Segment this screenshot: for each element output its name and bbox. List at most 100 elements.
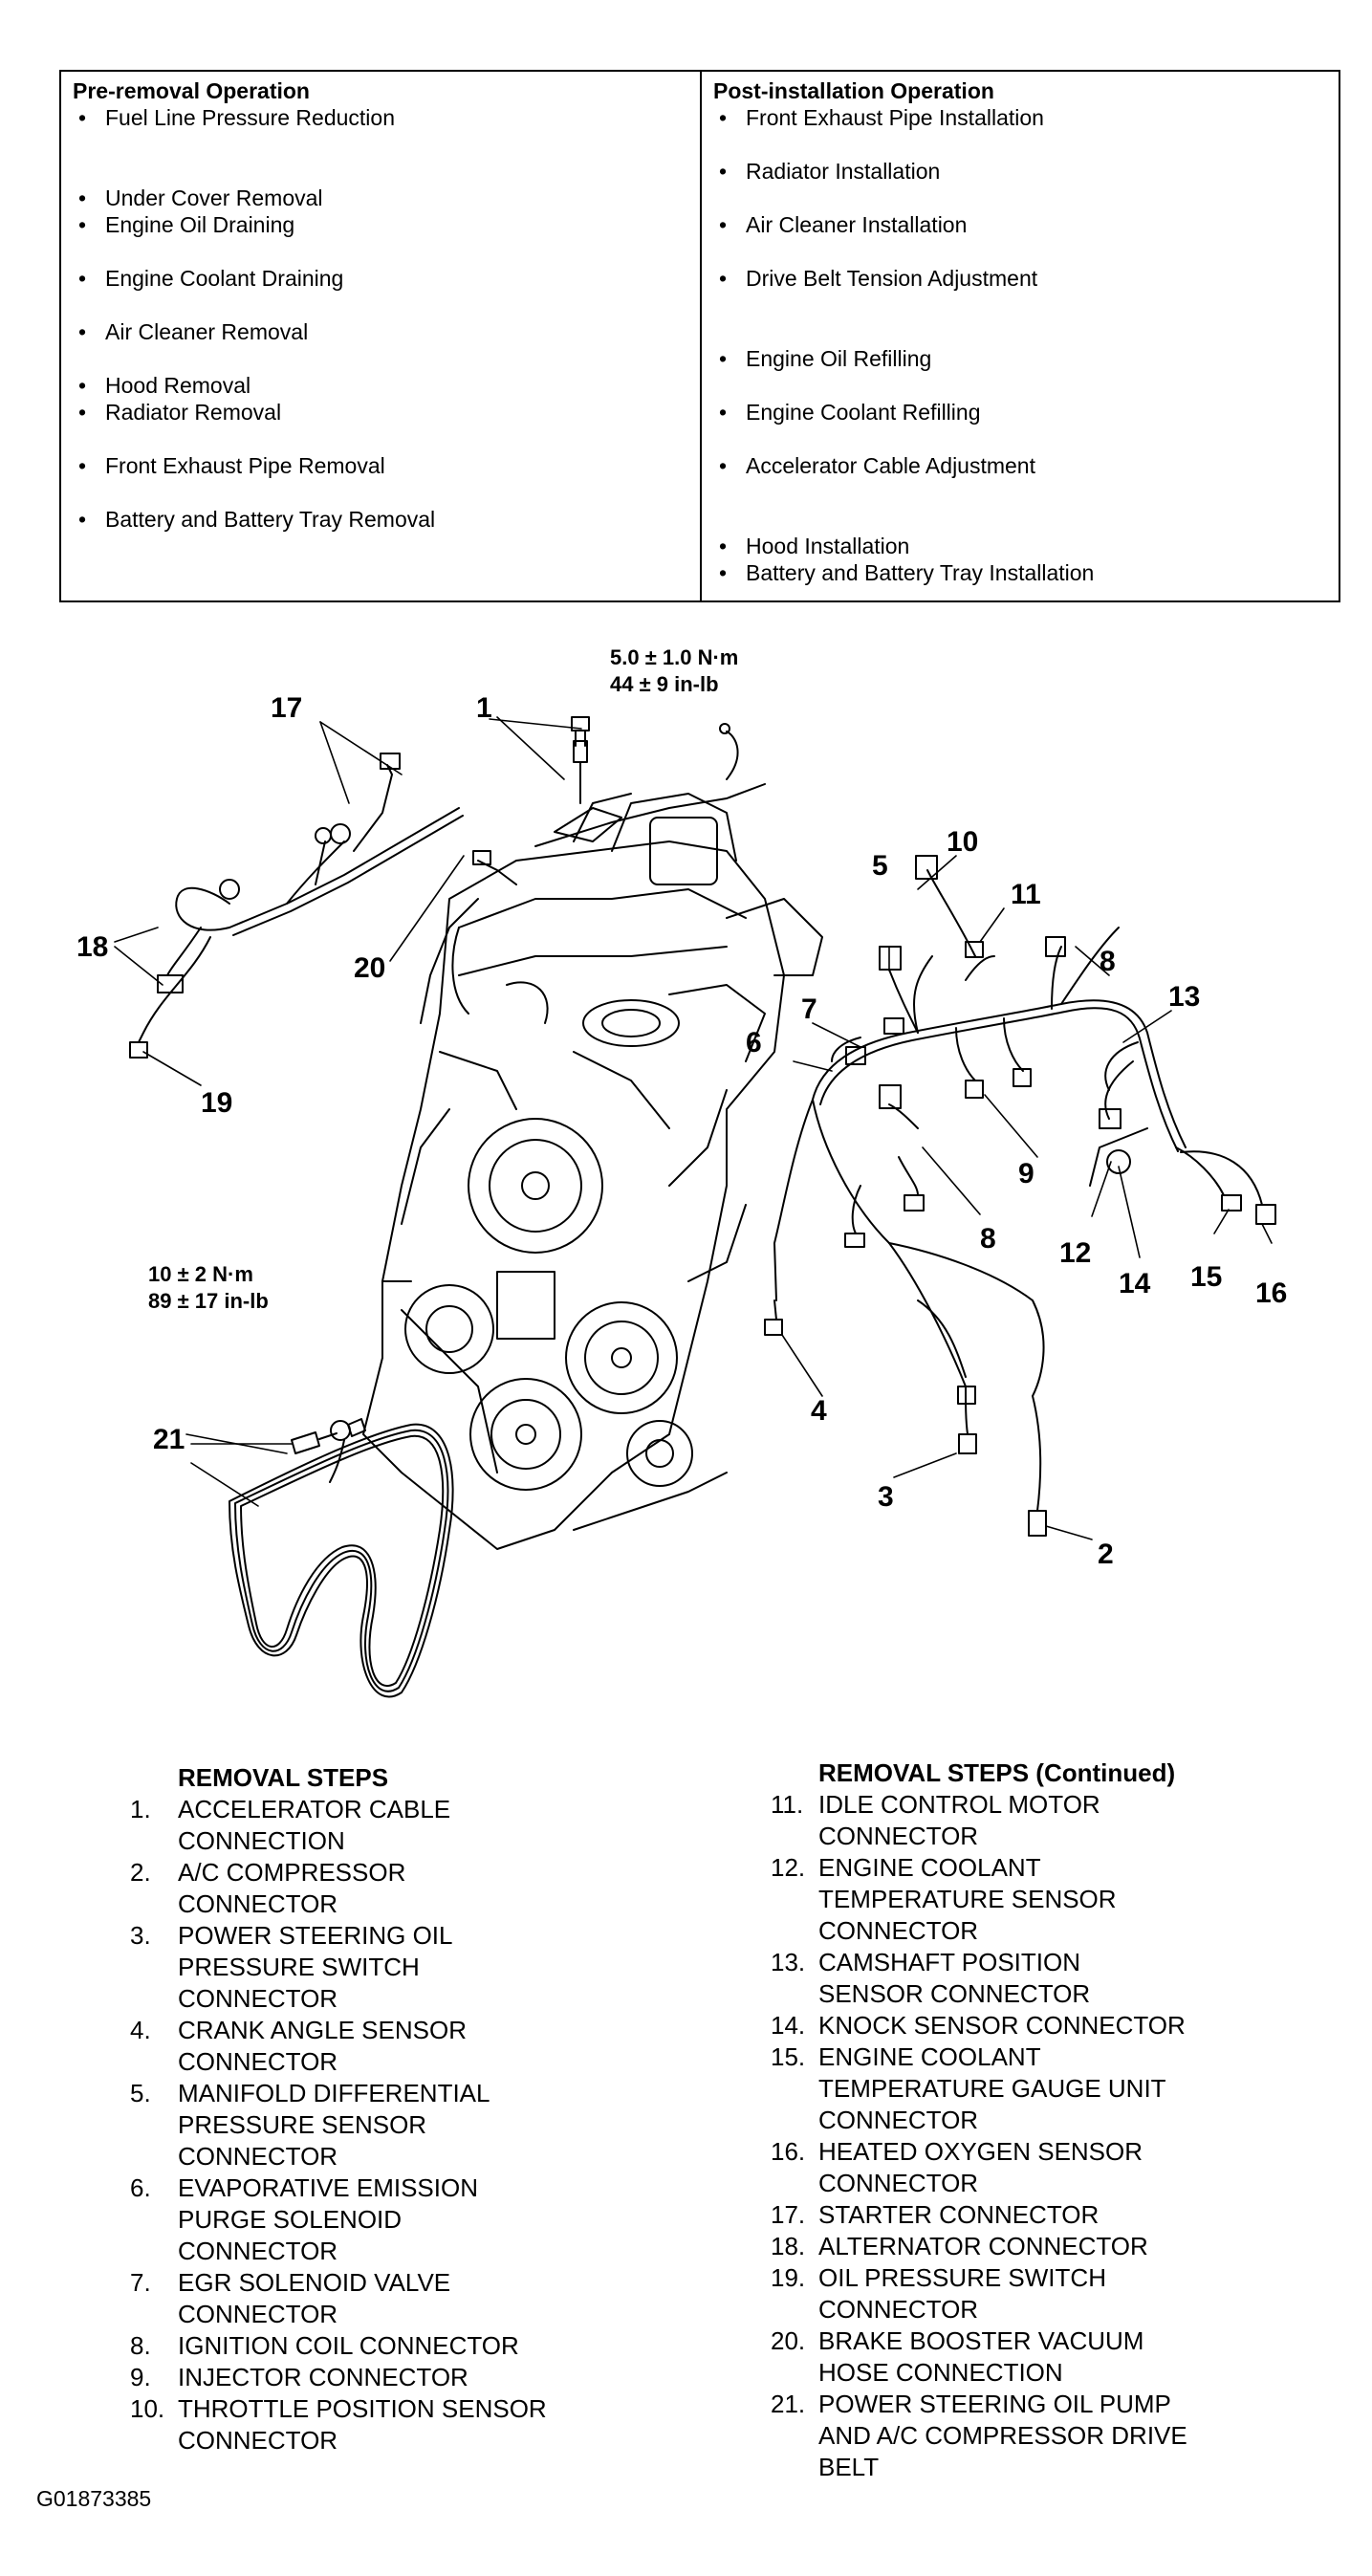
step-text-line: CONNECTOR — [818, 1916, 979, 1945]
post-installation-item: Battery and Battery Tray Installation — [713, 559, 1094, 586]
step-text: ALTERNATOR CONNECTOR — [818, 2231, 1220, 2262]
step-text-line: ENGINE COOLANT — [818, 2042, 1041, 2071]
step-text-line: CONNECTOR — [178, 2237, 338, 2265]
step-number-label: 1. — [130, 1795, 151, 1823]
step-number: 8. — [105, 2330, 178, 2362]
callout-20: 20 — [354, 952, 385, 984]
step-number-label: 4. — [130, 2016, 151, 2044]
step-text-line: EVAPORATIVE EMISSION — [178, 2173, 478, 2202]
operations-table: Pre-removal Operation Fuel Line Pressure… — [59, 70, 1340, 602]
removal-step: 9. INJECTOR CONNECTOR — [105, 2362, 579, 2393]
step-number: 3. — [105, 1920, 178, 2015]
callout-10: 10 — [947, 826, 978, 858]
removal-step: 17. STARTER CONNECTOR — [746, 2199, 1220, 2231]
step-text-line: SENSOR CONNECTOR — [818, 1979, 1091, 2008]
step-text-line: CONNECTOR — [818, 1822, 979, 1850]
callout-17: 17 — [271, 692, 302, 724]
callout-4: 4 — [811, 1395, 827, 1427]
step-number-label: 3. — [130, 1921, 151, 1950]
step-text-line: MANIFOLD DIFFERENTIAL — [178, 2079, 490, 2107]
step-number-label: 21. — [771, 2390, 806, 2418]
step-number-label: 10. — [130, 2394, 165, 2423]
callout-18: 18 — [76, 931, 108, 963]
pre-removal-item: Engine Oil Draining — [73, 211, 294, 238]
post-installation-item: Radiator Installation — [713, 158, 940, 185]
leader-lines — [114, 716, 1273, 1540]
step-text-line: THROTTLE POSITION SENSOR — [178, 2394, 547, 2423]
step-number-label: 7. — [130, 2268, 151, 2297]
step-number-label: 17. — [771, 2200, 806, 2229]
step-number: 19. — [746, 2262, 818, 2325]
step-number: 14. — [746, 2010, 818, 2041]
step-text-line: IGNITION COIL CONNECTOR — [178, 2331, 519, 2360]
step-text-line: CONNECTOR — [178, 2426, 338, 2455]
step-text: INJECTOR CONNECTOR — [178, 2362, 579, 2393]
step-text-line: CRANK ANGLE SENSOR — [178, 2016, 467, 2044]
callout-14: 14 — [1119, 1268, 1151, 1299]
torque-left-metric: 10 ± 2 N·m — [148, 1262, 253, 1286]
callout-21: 21 — [153, 1424, 185, 1455]
step-number-label: 19. — [771, 2263, 806, 2292]
step-number: 11. — [746, 1789, 818, 1852]
step-number: 2. — [105, 1857, 178, 1920]
removal-steps-right: REMOVAL STEPS (Continued) 11.IDLE CONTRO… — [746, 1757, 1220, 2483]
pre-removal-item: Front Exhaust Pipe Removal — [73, 452, 385, 479]
step-number-label: 9. — [130, 2363, 151, 2391]
pre-removal-column: Pre-removal Operation Fuel Line Pressure… — [61, 72, 700, 600]
step-number: 7. — [105, 2267, 178, 2330]
removal-steps-continued-title: REMOVAL STEPS (Continued) — [818, 1758, 1176, 1787]
pre-removal-item: Fuel Line Pressure Reduction — [73, 104, 395, 131]
step-text-line: CONNECTOR — [178, 1984, 338, 2013]
callout-19: 19 — [201, 1087, 232, 1119]
callout-8b: 8 — [980, 1223, 996, 1255]
step-number-label: 20. — [771, 2326, 806, 2355]
step-number-label: 5. — [130, 2079, 151, 2107]
removal-steps-title: REMOVAL STEPS — [178, 1763, 389, 1792]
step-text-line: EGR SOLENOID VALVE — [178, 2268, 451, 2297]
step-number: 6. — [105, 2172, 178, 2267]
callout-9: 9 — [1018, 1158, 1034, 1190]
step-text-line: HOSE CONNECTION — [818, 2358, 1063, 2387]
step-text: STARTER CONNECTOR — [818, 2199, 1220, 2231]
torque-left-imperial: 89 ± 17 in-lb — [148, 1289, 269, 1313]
step-number: 10. — [105, 2393, 178, 2456]
callout-3: 3 — [878, 1481, 894, 1513]
step-text-line: PRESSURE SENSOR — [178, 2110, 427, 2139]
removal-step: 14.KNOCK SENSOR CONNECTOR — [746, 2010, 1220, 2041]
removal-step: 18.ALTERNATOR CONNECTOR — [746, 2231, 1220, 2262]
accelerator-cable — [534, 723, 766, 847]
step-text-line: POWER STEERING OIL PUMP — [818, 2390, 1171, 2418]
step-number: 20. — [746, 2325, 818, 2389]
callout-16: 16 — [1255, 1277, 1287, 1309]
step-text-line: CONNECTOR — [178, 2300, 338, 2328]
callout-7: 7 — [801, 993, 817, 1025]
step-text-line: ACCELERATOR CABLE — [178, 1795, 451, 1823]
step-text-line: STARTER CONNECTOR — [818, 2200, 1100, 2229]
step-text-line: A/C COMPRESSOR — [178, 1858, 406, 1887]
post-installation-item: Air Cleaner Installation — [713, 211, 967, 238]
bolt-top-icon — [571, 716, 590, 747]
step-number-label: 6. — [130, 2173, 151, 2202]
step-text-line: KNOCK SENSOR CONNECTOR — [818, 2011, 1186, 2040]
post-installation-item: Accelerator Cable Adjustment — [713, 452, 1035, 479]
step-number-label: 15. — [771, 2042, 806, 2071]
step-number: 9. — [105, 2362, 178, 2393]
callout-6: 6 — [746, 1027, 762, 1059]
step-number-label: 2. — [130, 1858, 151, 1887]
step-text-line: TEMPERATURE GAUGE UNIT — [818, 2074, 1166, 2103]
engine-harness-diagram: 1 2 3 4 5 6 7 8 8 9 10 11 12 13 14 15 16… — [0, 612, 1372, 1731]
pre-removal-item: Radiator Removal — [73, 399, 281, 426]
step-number: 16. — [746, 2136, 818, 2199]
